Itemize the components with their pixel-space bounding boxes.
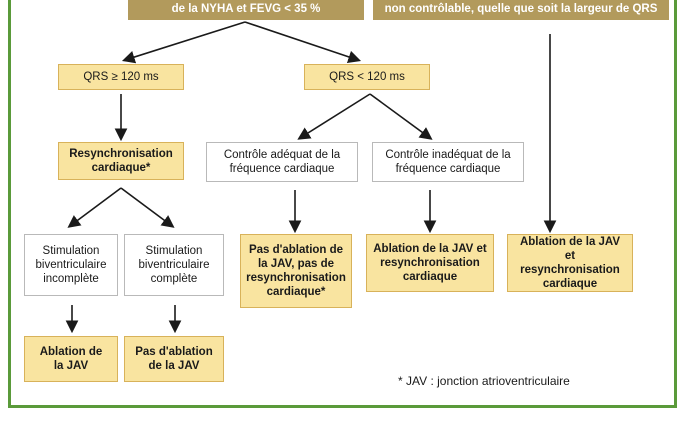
footnote: * JAV : jonction atrioventriculaire <box>398 374 570 388</box>
top-right-box: non contrôlable, quelle que soit la larg… <box>373 0 669 20</box>
top-left-box: de la NYHA et FEVG < 35 % <box>128 0 364 20</box>
ctrl-inadequate-box: Contrôle inadéquat de la fréquence cardi… <box>372 142 524 182</box>
no-ablation-jav-box: Pas d'ablation de la JAV <box>124 336 224 382</box>
stim-incomplete-box: Stimulation biventriculaire incomplète <box>24 234 118 296</box>
arrow-to-stim-complete <box>120 187 175 228</box>
ablation-resync-box-1: Ablation de la JAV et resynchronisation … <box>366 234 494 292</box>
arrow-to-ctrl-inadequate <box>369 93 433 140</box>
stim-complete-box: Stimulation biventriculaire complète <box>124 234 224 296</box>
arrow-to-qrs-wide <box>121 21 246 64</box>
arrow-to-ctrl-adequate <box>297 93 371 140</box>
arrow-to-stim-incomplete <box>67 187 122 228</box>
qrs-narrow-box: QRS < 120 ms <box>304 64 430 90</box>
ablation-resync-box-2: Ablation de la JAV et resynchronisation … <box>507 234 633 292</box>
resync-box: Resynchronisation cardiaque* <box>58 142 184 180</box>
ctrl-adequate-box: Contrôle adéquat de la fréquence cardiaq… <box>206 142 358 182</box>
arrow-to-qrs-narrow <box>244 21 362 64</box>
qrs-wide-box: QRS ≥ 120 ms <box>58 64 184 90</box>
no-ablation-no-resync-box: Pas d'ablation de la JAV, pas de resynch… <box>240 234 352 308</box>
diagram-frame <box>8 0 677 408</box>
ablation-jav-box: Ablation de la JAV <box>24 336 118 382</box>
